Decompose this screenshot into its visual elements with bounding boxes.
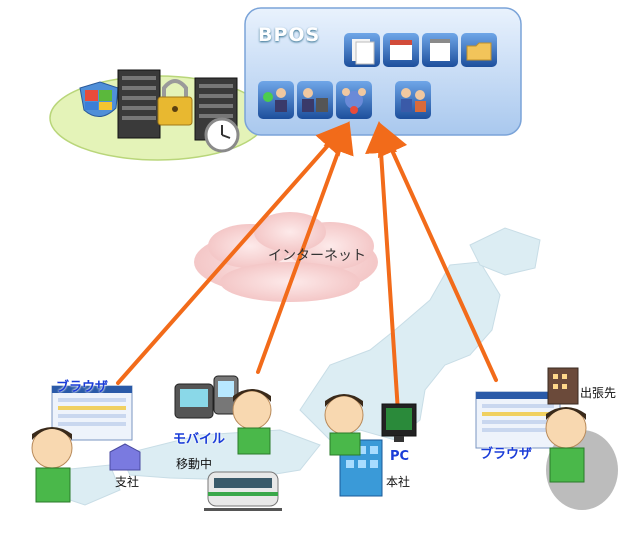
person-branch-icon: [31, 427, 73, 503]
person-business-trip-icon: [545, 407, 618, 510]
clock-icon: [204, 117, 240, 153]
person-headquarters-icon: [324, 394, 364, 456]
pc-monitor-icon: [381, 403, 417, 442]
person-mobile-icon: [232, 389, 272, 455]
headquarters-client-label: PC: [390, 449, 410, 464]
datacenter: [49, 69, 267, 161]
branch-client-label: ブラウザ: [56, 380, 109, 395]
branch-place-label: 支社: [115, 475, 140, 489]
bpos-service-box: [244, 7, 522, 136]
phone-user-icon: [297, 81, 333, 119]
branch-building-icon: [109, 443, 141, 471]
green-user-icon: [258, 81, 294, 119]
arrow-business-trip: [378, 122, 498, 382]
mobile-phones-icon: [174, 375, 239, 419]
notepad-icon: [422, 33, 458, 67]
calendar-icon: [383, 33, 419, 67]
arrow-mobile: [256, 120, 354, 374]
security-shield-icon: [79, 81, 119, 117]
access-arrows: [116, 120, 498, 414]
bpos-title: BPOS: [258, 24, 321, 46]
train-icon: [204, 471, 282, 511]
office-building-icon: [547, 367, 579, 405]
folder-icon: [461, 33, 497, 67]
headquarters-place-label: 本社: [386, 475, 411, 489]
internet-label: インターネット: [268, 248, 366, 264]
arrow-headquarters: [365, 121, 400, 414]
meeting-icon: [336, 81, 372, 119]
arrow-branch: [116, 122, 349, 385]
mobile-client-label: モバイル: [173, 432, 226, 447]
padlock-icon: [157, 79, 193, 126]
two-users-icon: [395, 81, 431, 119]
business-trip-client-label: ブラウザ: [480, 447, 533, 462]
mobile-place-label: 移動中: [176, 457, 213, 471]
documents-icon: [344, 33, 380, 67]
business-trip-place-label: 出張先: [580, 386, 617, 400]
